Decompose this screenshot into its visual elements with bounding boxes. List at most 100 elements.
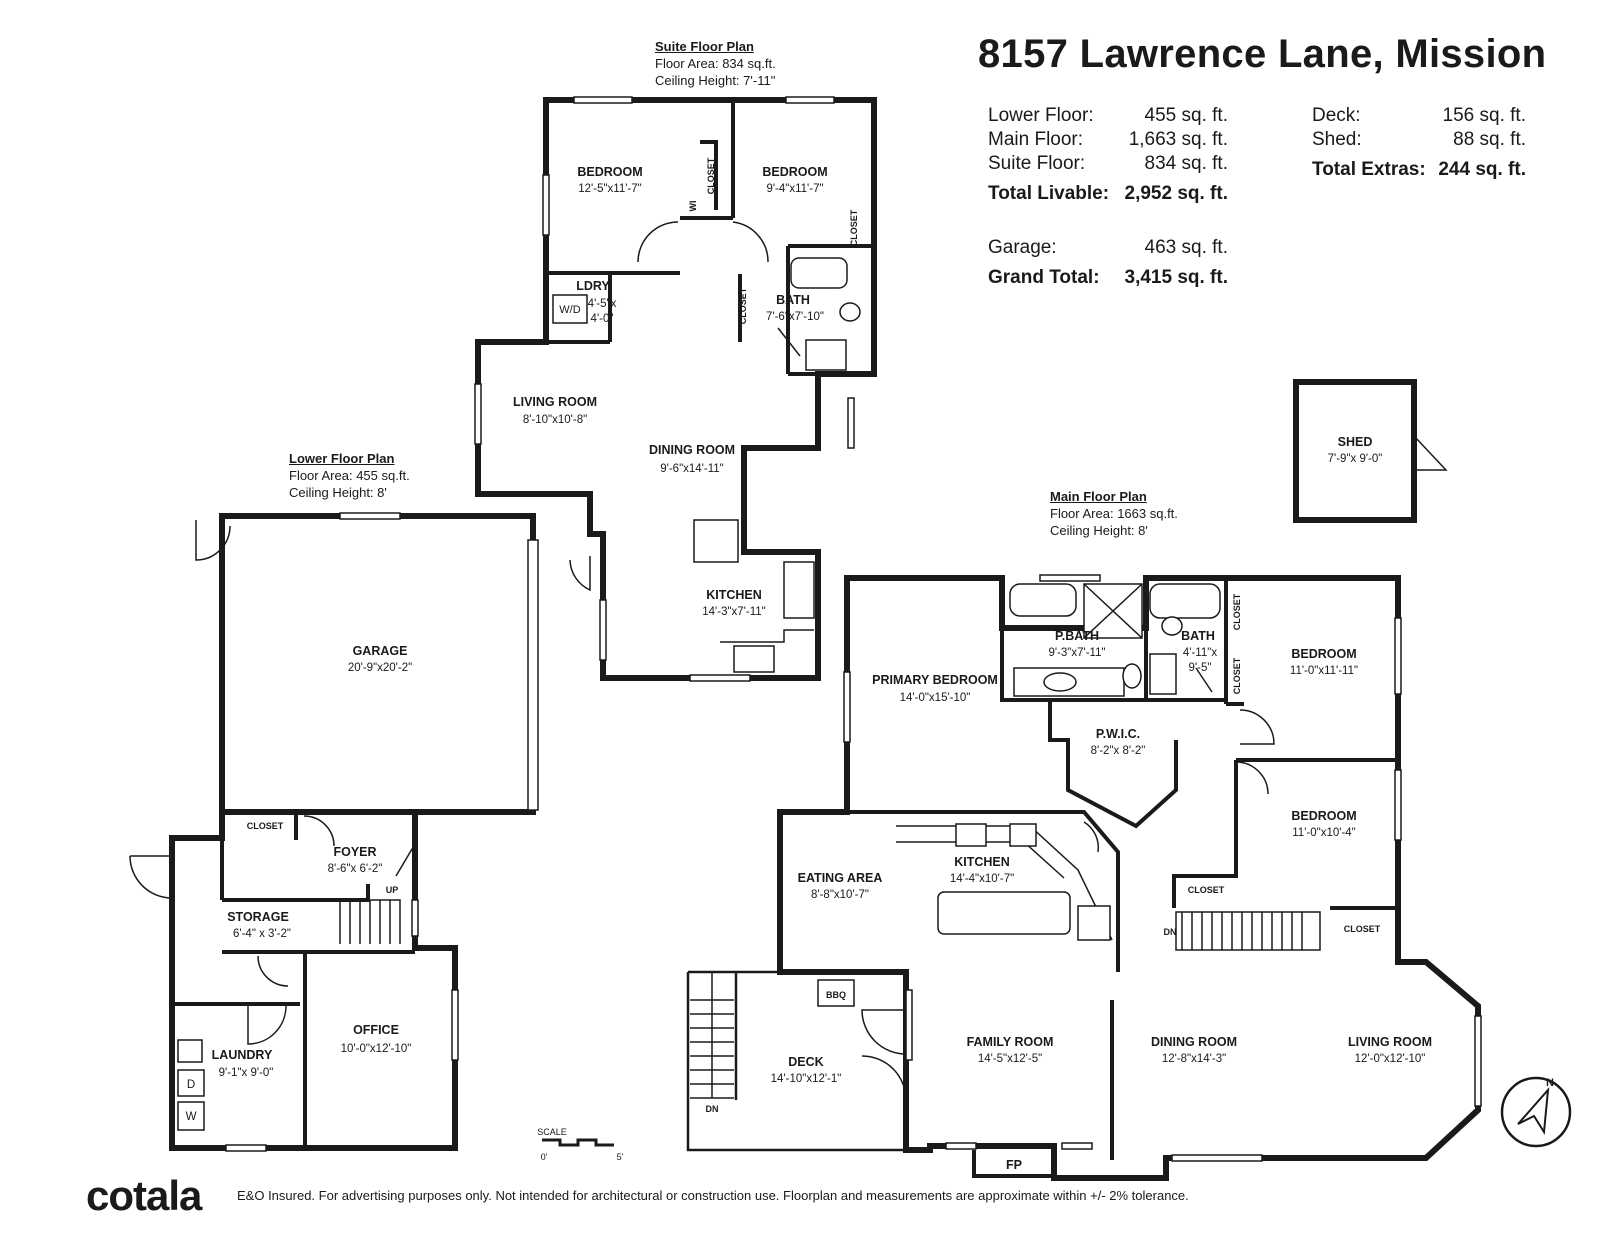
extras-row-deck: Deck: 156 sq. ft. xyxy=(1312,104,1526,128)
total-extras-row: Total Extras: 244 sq. ft. xyxy=(1312,158,1526,182)
room-dimensions: 7'-9"x 9'-0" xyxy=(1328,453,1383,465)
lower-door-arc xyxy=(247,1005,287,1045)
room-label: BATH xyxy=(1181,629,1215,643)
room-label: FAMILY ROOM xyxy=(967,1035,1054,1049)
room-dimensions: 11'-0"x11'-11" xyxy=(1290,665,1358,677)
property-address: 8157 Lawrence Lane, Mission xyxy=(978,32,1547,76)
stove-icon xyxy=(733,645,775,673)
closet-label: CLOSET xyxy=(1188,885,1225,895)
deck-door-arc xyxy=(861,1009,907,1101)
plan-area: Floor Area: 455 sq.ft. xyxy=(289,468,410,483)
room-dimensions: 14'-10"x12'-1" xyxy=(771,1073,842,1085)
wd-label: W/D xyxy=(559,304,580,316)
area-label: Main Floor: xyxy=(988,129,1084,150)
main-door-arc xyxy=(1083,821,1100,853)
area-row-suite: Suite Floor: 834 sq. ft. xyxy=(988,152,1228,176)
main-window xyxy=(1171,1154,1263,1162)
scale-max: 5' xyxy=(617,1152,624,1162)
extras-value: 88 sq. ft. xyxy=(1453,129,1526,150)
garage-window xyxy=(339,512,401,520)
main-door-swing xyxy=(1195,667,1213,693)
dryer-label: D xyxy=(187,1079,195,1091)
lower-interior-walls xyxy=(172,812,415,1148)
dn-label: DN xyxy=(706,1104,719,1114)
main-door-arc xyxy=(1239,709,1275,745)
extras-summary: Deck: 156 sq. ft. Shed: 88 sq. ft. Total… xyxy=(1312,104,1526,182)
fridge-icon xyxy=(693,519,739,563)
suite-window xyxy=(847,397,855,449)
total-livable-row: Total Livable: 2,952 sq. ft. xyxy=(988,182,1228,206)
plan-title: Lower Floor Plan xyxy=(289,451,395,466)
closet-label: CLOSET xyxy=(1232,593,1242,630)
shower-drain xyxy=(1083,583,1143,639)
room-dimensions: 7'-6"x7'-10" xyxy=(766,311,824,323)
deck-outline xyxy=(686,970,930,1152)
room-label: DECK xyxy=(788,1055,823,1069)
plan-title: Main Floor Plan xyxy=(1050,489,1147,504)
plan-area: Floor Area: 1663 sq.ft. xyxy=(1050,506,1178,521)
area-label: Suite Floor: xyxy=(988,153,1086,174)
closet-label: CLOSET xyxy=(738,287,748,324)
suite-window xyxy=(573,96,633,104)
room-label: SHED xyxy=(1338,435,1373,449)
plan-area: Floor Area: 834 sq.ft. xyxy=(655,56,776,71)
closet-label: CLOSET xyxy=(849,209,859,246)
room-dimensions: 14'-4"x10'-7" xyxy=(950,873,1014,885)
suite-counter xyxy=(720,629,814,643)
kitchen-island xyxy=(937,891,1071,935)
scale-label: SCALE xyxy=(537,1127,567,1137)
room-label: KITCHEN xyxy=(706,588,762,602)
main-window xyxy=(1061,1142,1093,1150)
main-window xyxy=(1474,1015,1482,1107)
north-arrow-icon: N xyxy=(1500,1076,1572,1148)
garage-door-arc xyxy=(195,520,231,561)
room-dimensions: 12'-8"x14'-3" xyxy=(1162,1053,1226,1065)
grand-total-value: 3,415 sq. ft. xyxy=(1124,267,1229,288)
room-label: DINING ROOM xyxy=(649,443,735,457)
area-value: 1,663 sq. ft. xyxy=(1128,129,1228,150)
area-label: Lower Floor: xyxy=(988,105,1094,126)
room-dimensions: 8'-8"x10'-7" xyxy=(811,889,869,901)
washer-label: W xyxy=(186,1111,197,1123)
suite-door-arc xyxy=(637,221,679,263)
suite-window xyxy=(542,174,550,236)
bbq-icon xyxy=(817,979,855,1007)
shed-wall xyxy=(1293,379,1417,523)
room-label: LIVING ROOM xyxy=(1348,1035,1432,1049)
room-dimensions: 4'-5"x xyxy=(588,298,617,310)
main-window xyxy=(1394,617,1402,695)
room-dimensions: 9'-1"x 9'-0" xyxy=(219,1067,274,1079)
room-label: BATH xyxy=(776,293,810,307)
dryer-icon xyxy=(177,1069,205,1097)
fireplace-icon xyxy=(972,1150,1056,1178)
room-dimensions: 20'-9"x20'-2" xyxy=(348,662,412,674)
suite-window xyxy=(785,96,835,104)
room-label: PRIMARY BEDROOM xyxy=(872,673,998,687)
total-extras-value: 244 sq. ft. xyxy=(1438,159,1526,180)
main-window xyxy=(1394,769,1402,841)
room-label: LIVING ROOM xyxy=(513,395,597,409)
room-dimensions: 14'-5"x12'-5" xyxy=(978,1053,1042,1065)
bathtub-icon xyxy=(790,257,848,289)
plan-ceiling: Ceiling Height: 8' xyxy=(289,485,387,500)
garage-wall xyxy=(219,513,536,815)
lower-window xyxy=(411,899,419,937)
room-label: BEDROOM xyxy=(762,165,827,179)
lower-door-arc xyxy=(303,815,335,847)
north-label: N xyxy=(1546,1077,1554,1089)
toilet-icon xyxy=(1122,663,1142,689)
room-dimensions: 9'-3"x7'-11" xyxy=(1048,647,1105,659)
lower-window xyxy=(451,989,459,1061)
toilet-icon xyxy=(839,302,861,322)
area-summary: Lower Floor: 455 sq. ft. Main Floor: 1,6… xyxy=(988,104,1228,290)
sink-icon xyxy=(177,1039,203,1063)
extras-row-shed: Shed: 88 sq. ft. xyxy=(1312,128,1526,152)
suite-door-arc xyxy=(569,556,591,592)
dn-label: DN xyxy=(1164,927,1177,937)
garage-label: Garage: xyxy=(988,237,1057,258)
lower-floor-plan: GARAGE 20'-9"x20'-2" UP D W CLOSET FOYER… xyxy=(129,512,539,1152)
area-value: 834 sq. ft. xyxy=(1144,153,1228,174)
suite-window xyxy=(689,674,751,682)
suite-door-arc xyxy=(732,221,769,263)
main-window xyxy=(1039,574,1101,582)
